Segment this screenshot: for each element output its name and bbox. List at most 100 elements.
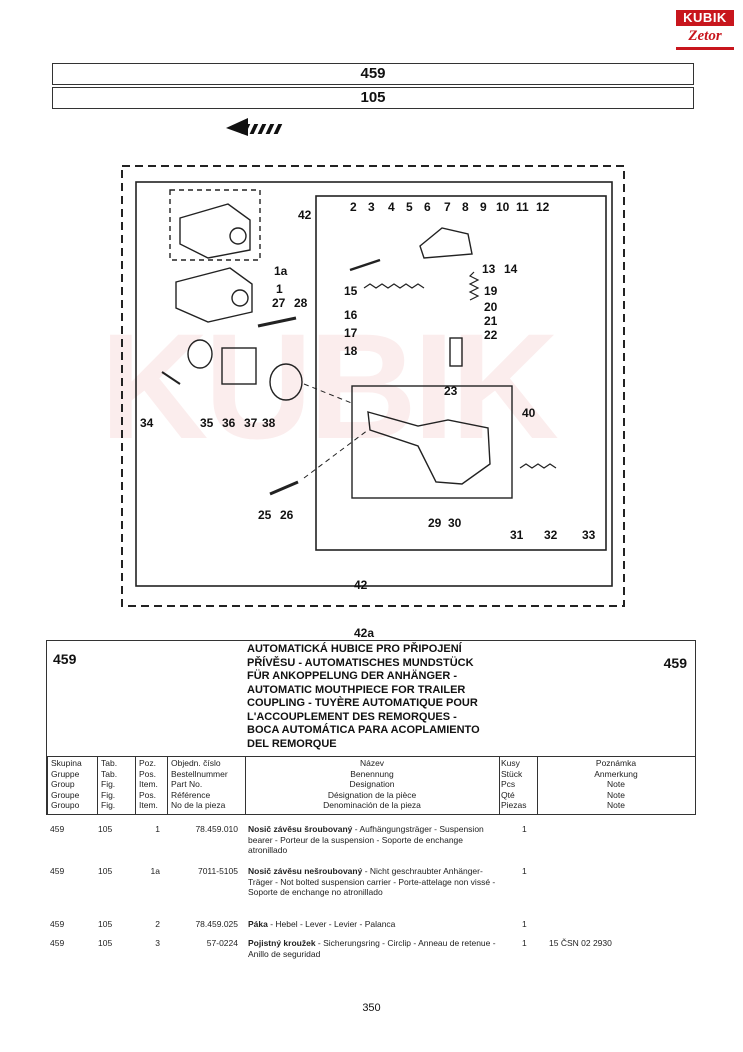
col-header-pos: Poz. Pos. Item. Pos. Item. xyxy=(139,758,158,811)
cell-tab: 105 xyxy=(98,938,113,948)
callout-13: 13 xyxy=(482,262,496,276)
cell-description: Nosič závěsu nešroubovaný - Nicht geschr… xyxy=(248,866,503,898)
col-header-group-es: Groupo xyxy=(51,800,80,810)
col-header-note-cs: Poznámka xyxy=(595,758,637,768)
title-line: BOCA AUTOMÁTICA PARA ACOPLAMIENTO xyxy=(247,724,480,736)
callout-37: 37 xyxy=(244,416,258,430)
title-line: L'ACCOUPLEMENT DES REMORQUES - xyxy=(247,710,457,723)
column-divider xyxy=(245,756,246,814)
column-divider xyxy=(537,756,538,814)
callout-25: 25 xyxy=(258,508,272,522)
brand-logo-zetor: Zetor xyxy=(688,28,722,44)
callout-7: 7 xyxy=(444,200,451,214)
group-number-left: 459 xyxy=(53,651,77,667)
col-header-tab-es: Fig. xyxy=(101,800,116,810)
diagram-drawing xyxy=(121,165,625,607)
callout-31: 31 xyxy=(510,528,524,542)
col-header-tab-fr: Fig. xyxy=(101,789,116,800)
cell-qty: 1 xyxy=(522,824,527,834)
col-header-number-es: No de la pieza xyxy=(171,800,226,810)
cell-part-number: 78.459.025 xyxy=(195,919,238,929)
col-header-note: Poznámka Anmerkung Note Note Note xyxy=(537,758,695,811)
part-name-translations: - Sicherungsring - Circlip - Anneau de r… xyxy=(248,938,496,959)
col-header-tab-de: Tab. xyxy=(101,768,118,779)
col-header-group-cs: Skupina xyxy=(51,758,82,768)
cell-description: Páka - Hebel - Lever - Levier - Palanca xyxy=(248,919,503,930)
brand-logo-kubik: KUBIK xyxy=(676,10,734,26)
cell-qty: 1 xyxy=(522,866,527,876)
col-header-qty-fr: Qté xyxy=(501,789,515,800)
col-header-pos-fr: Pos. xyxy=(139,789,157,800)
col-header-name-en: Designation xyxy=(349,779,395,789)
col-header-group-de: Gruppe xyxy=(51,768,80,779)
parts-table-header: Skupina Gruppe Group Groupe Groupo Tab. … xyxy=(46,756,696,815)
col-header-qty-en: Pcs xyxy=(501,779,516,789)
col-header-note-en: Note xyxy=(607,779,625,789)
part-name-translations: - Aufhängungsträger - Suspension bearer … xyxy=(248,824,484,855)
callout-30: 30 xyxy=(448,516,462,530)
cell-note: 15 ČSN 02 2930 xyxy=(549,938,612,948)
col-header-note-es: Note xyxy=(607,800,625,810)
cell-description: Pojistný kroužek - Sicherungsring - Circ… xyxy=(248,938,503,959)
callout-29: 29 xyxy=(428,516,442,530)
cell-tab: 105 xyxy=(98,824,113,834)
cell-group: 459 xyxy=(50,938,65,948)
title-line: AUTOMATIC MOUTHPIECE FOR TRAILER xyxy=(247,683,466,696)
callout-1a: 1a xyxy=(274,264,288,278)
title-line: PŘÍVĚSU - AUTOMATISCHES MUNDSTÜCK xyxy=(247,656,474,669)
callout-18: 18 xyxy=(344,344,358,358)
callout-40: 40 xyxy=(522,406,536,420)
col-header-tab-en: Fig. xyxy=(101,779,116,789)
callout-1: 1 xyxy=(276,282,283,296)
col-header-qty-es: Piezas xyxy=(501,800,527,810)
callout-2: 2 xyxy=(350,200,357,214)
cell-part-number: 7011-5105 xyxy=(197,866,238,876)
callout-21: 21 xyxy=(484,314,498,328)
direction-arrow-icon xyxy=(226,118,283,136)
callout-15: 15 xyxy=(344,284,358,298)
callout-42a: 42a xyxy=(354,626,375,640)
col-header-group-fr: Groupe xyxy=(51,789,80,800)
cell-tab: 105 xyxy=(98,919,113,929)
col-header-tab: Tab. Tab. Fig. Fig. Fig. xyxy=(101,758,117,811)
group-number-right: 459 xyxy=(663,655,687,671)
part-name-bold: Nosič závěsu šroubovaný xyxy=(248,824,353,834)
col-header-note-fr: Note xyxy=(607,789,625,800)
callout-19: 19 xyxy=(484,284,498,298)
callout-6: 6 xyxy=(424,200,431,214)
col-header-name-es: Denominación de la pieza xyxy=(323,800,421,810)
column-divider xyxy=(167,756,168,814)
cell-tab: 105 xyxy=(98,866,113,876)
callout-36: 36 xyxy=(222,416,236,430)
col-header-number: Objedn. číslo Bestellnummer Part No. Réf… xyxy=(171,758,228,811)
group-title: AUTOMATICKÁ HUBICE PRO PŘIPOJENÍ PŘÍVĚSU… xyxy=(247,643,480,751)
callout-23: 23 xyxy=(444,384,458,398)
cell-pos: 1 xyxy=(155,824,160,834)
callout-41: 42 xyxy=(298,208,312,222)
callout-11: 11 xyxy=(516,200,529,214)
callout-20: 20 xyxy=(484,300,498,314)
callout-34: 34 xyxy=(140,416,154,430)
page-number: 350 xyxy=(362,1002,381,1014)
title-line: COUPLING - TUYÈRE AUTOMATIQUE POUR xyxy=(247,697,478,709)
cell-qty: 1 xyxy=(522,938,527,948)
col-header-number-fr: Référence xyxy=(171,789,211,800)
title-line: DEL REMORQUE xyxy=(247,737,337,750)
callout-17: 17 xyxy=(344,326,358,340)
column-divider xyxy=(47,756,48,814)
cell-group: 459 xyxy=(50,866,65,876)
table-number-header: 105 xyxy=(52,87,694,109)
callout-16: 16 xyxy=(344,308,358,322)
col-header-pos-de: Pos. xyxy=(139,768,157,779)
column-divider xyxy=(97,756,98,814)
callout-27: 27 xyxy=(272,296,286,310)
col-header-tab-cs: Tab. xyxy=(101,758,118,768)
part-name-bold: Pojistný kroužek xyxy=(248,938,316,948)
column-divider xyxy=(135,756,136,814)
col-header-group: Skupina Gruppe Group Groupe Groupo xyxy=(51,758,82,811)
callout-22: 22 xyxy=(484,328,498,342)
cell-part-number: 78.459.010 xyxy=(195,824,238,834)
col-header-qty: Kusy Stück Pcs Qté Piezas xyxy=(501,758,527,811)
col-header-name-fr: Désignation de la pièce xyxy=(327,789,417,800)
exploded-parts-diagram: 42 1a 1 2 3 4 5 6 7 8 9 10 11 12 13 14 1… xyxy=(118,164,628,644)
